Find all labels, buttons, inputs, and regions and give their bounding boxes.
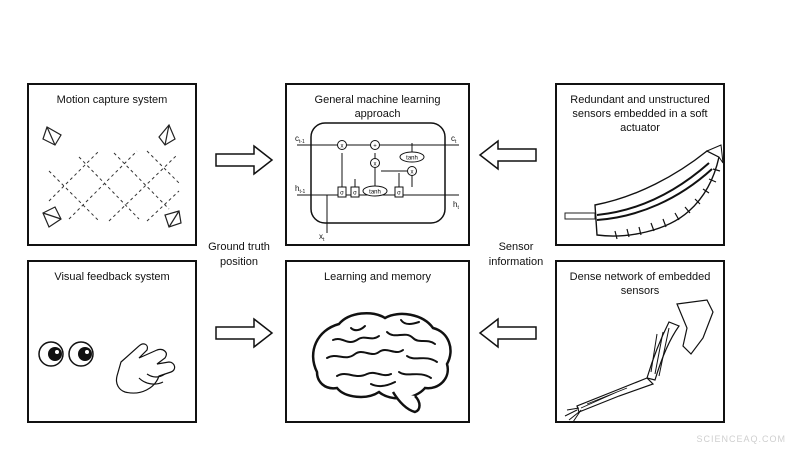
eye-icon xyxy=(68,341,94,367)
ground-truth-label: Ground truth position xyxy=(208,241,270,268)
panel-visual-feedback: Visual feedback system xyxy=(27,260,197,423)
panel-soft-actuator: Redundant and unstructured sensors embed… xyxy=(555,83,725,246)
c-next-label: c xyxy=(451,134,455,143)
panel-title: Redundant and unstructured sensors embed… xyxy=(570,94,710,134)
watermark: SCIENCEAQ.COM xyxy=(696,434,786,444)
sensor-information-label: Sensor information xyxy=(488,241,544,268)
brain-icon xyxy=(311,311,452,414)
sigma-gate xyxy=(337,186,404,198)
hand-bones xyxy=(564,407,582,423)
actuator-body xyxy=(594,150,720,237)
sigma-label: σ xyxy=(340,191,344,197)
capture-grid xyxy=(48,150,180,222)
lstm-cell-diagram: x + x x σ σ σ tanh tanh ct-1 ct ht-1 ht … xyxy=(295,122,459,243)
sigma-label: σ xyxy=(353,191,357,197)
c-prev-sub: t-1 xyxy=(299,139,305,145)
panel-title: Motion capture system xyxy=(56,94,168,106)
camera-icon xyxy=(158,123,176,146)
svg-text:xt: xt xyxy=(319,232,325,243)
sensor-line xyxy=(596,162,710,216)
panel-ml-approach: General machine learning approach x + x … xyxy=(285,83,470,246)
soft-actuator-illustration xyxy=(564,144,723,240)
tanh-gate xyxy=(399,151,425,163)
camera-icon xyxy=(42,126,62,146)
left-arrow-icon xyxy=(478,317,537,349)
svg-text:ct-1: ct-1 xyxy=(295,134,305,145)
tanh-label: tanh xyxy=(406,156,418,162)
hand-icon xyxy=(115,343,176,394)
visual-feedback-illustration xyxy=(38,341,176,394)
arm-skeleton-illustration xyxy=(564,299,714,423)
forearm xyxy=(576,377,655,413)
c-next-sub: t xyxy=(455,139,457,145)
c-prev-label: c xyxy=(295,134,299,143)
right-arrow-icon xyxy=(215,144,274,176)
multiply-node xyxy=(337,140,417,176)
panel-dense-network: Dense network of embedded sensors xyxy=(555,260,725,423)
op-times: x xyxy=(374,162,377,168)
sensor-line xyxy=(596,168,713,221)
h-next-label: h xyxy=(453,200,457,209)
op-times: x xyxy=(411,170,414,176)
panel-title: Learning and memory xyxy=(323,271,431,283)
op-plus: + xyxy=(373,144,377,150)
camera-icon xyxy=(164,210,182,228)
eye-icon xyxy=(38,341,64,367)
x-input-sub: t xyxy=(323,237,325,243)
lstm-cell-box xyxy=(310,122,446,224)
h-prev-sub: t-1 xyxy=(299,189,305,195)
right-arrow-icon xyxy=(215,317,274,349)
svg-text:ct: ct xyxy=(451,134,457,145)
tanh-gate xyxy=(362,185,388,197)
svg-text:ht: ht xyxy=(453,200,459,211)
h-next-sub: t xyxy=(457,205,459,211)
humerus-muscle xyxy=(646,321,680,381)
tanh-label: tanh xyxy=(369,190,381,196)
panel-title: Visual feedback system xyxy=(54,271,170,283)
svg-text:ht-1: ht-1 xyxy=(295,184,306,195)
sigma-label: σ xyxy=(397,191,401,197)
scapula xyxy=(676,299,714,355)
panel-title: Dense network of embedded sensors xyxy=(569,271,711,297)
actuator-cap xyxy=(705,144,723,164)
left-arrow-icon xyxy=(478,139,537,171)
panel-learning-memory: Learning and memory xyxy=(285,260,470,423)
tube-connector xyxy=(564,212,596,220)
op-times: x xyxy=(341,144,344,150)
panel-title: General machine learning approach xyxy=(314,94,441,120)
motion-capture-illustration xyxy=(42,123,182,228)
actuator-ridges xyxy=(614,168,721,240)
panel-motion-capture: Motion capture system xyxy=(27,83,197,246)
h-prev-label: h xyxy=(295,184,299,193)
x-input-label: x xyxy=(319,232,323,241)
camera-icon xyxy=(42,206,62,228)
